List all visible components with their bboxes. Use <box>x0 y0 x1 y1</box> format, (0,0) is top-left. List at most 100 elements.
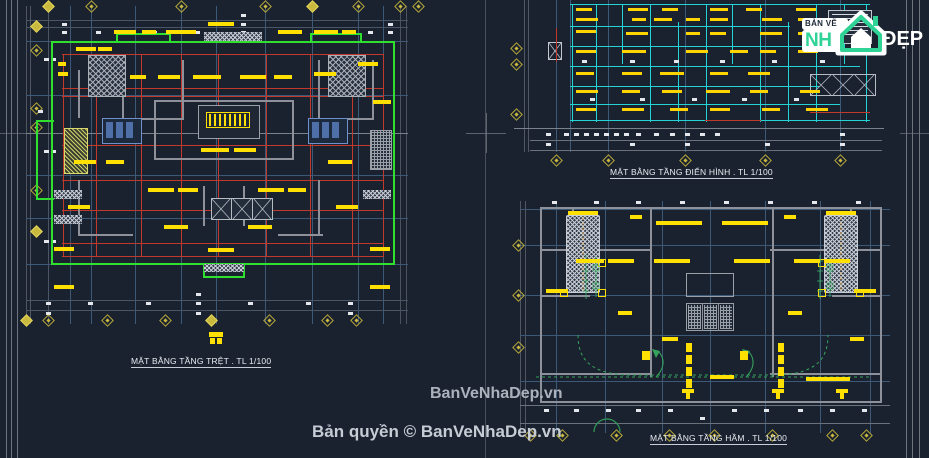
grid-line-h <box>26 310 408 311</box>
cad-label <box>278 30 302 34</box>
cad-label <box>98 47 112 51</box>
opening-tick <box>742 98 747 101</box>
opening-tick <box>590 98 595 101</box>
dimension-tick <box>862 409 867 412</box>
equipment-slot <box>219 114 221 126</box>
cad-label <box>660 72 684 75</box>
building-outline-inner <box>36 120 54 122</box>
plan-ground-floor: MẶT BẰNG TẦNG TRỆT . TL 1/100 <box>18 0 458 375</box>
building-outline-inner <box>169 33 171 43</box>
building-outline-inner <box>310 33 312 43</box>
dimension-tick <box>51 150 56 153</box>
grid-bubble <box>85 0 98 13</box>
structure-beam-h <box>62 256 384 257</box>
dimension-tick <box>584 133 589 136</box>
partition-wall-v <box>650 4 651 122</box>
elevator-bank <box>810 74 876 96</box>
building-outline-inner <box>36 120 38 200</box>
dimension-tick <box>546 143 551 146</box>
grid-bubble <box>42 314 55 327</box>
hatched-strip <box>204 264 244 272</box>
grid-line-v <box>556 0 557 152</box>
grid-line-h <box>26 95 408 96</box>
dimension-tick <box>348 302 353 305</box>
grid-line-v <box>26 6 27 324</box>
cad-label <box>342 30 356 34</box>
dimension-tick <box>368 31 373 34</box>
brand-logo[interactable]: BẢN VẼ NH ĐẸP <box>802 6 926 58</box>
grid-line-v <box>820 201 821 433</box>
logo-tagline: BẢN VẼ <box>805 19 838 28</box>
section-marker <box>217 338 222 344</box>
dimension-tick <box>546 133 551 136</box>
elevator-cross-icons <box>211 198 272 220</box>
elevator-divider <box>231 198 232 220</box>
tank-room <box>686 273 734 297</box>
cad-label <box>710 32 726 35</box>
plan-title-basement: MẶT BẰNG TẦNG HẦM . TL 1/100 <box>650 433 788 445</box>
grid-line-v <box>400 6 401 324</box>
parking-marker <box>778 343 784 352</box>
cad-label <box>314 72 336 76</box>
structure-beam-v <box>96 54 97 256</box>
dimension-tick <box>62 31 67 34</box>
dimension-tick <box>574 409 579 412</box>
basement-wall-inner <box>540 373 652 375</box>
partition-wall-v <box>622 4 623 64</box>
equipment-slot <box>224 114 226 126</box>
grid-bubble <box>259 0 272 13</box>
grid-bubble <box>759 154 772 167</box>
cad-label <box>710 375 734 379</box>
stair-core-left <box>64 128 88 174</box>
building-outline-inner <box>203 276 245 278</box>
logo-word1-badge <box>802 30 842 52</box>
grid-bubble <box>42 0 55 13</box>
partition-wall-v <box>816 4 817 122</box>
partition-wall-v <box>572 4 573 122</box>
plan-basement: MẶT BẰNG TẦNG HẦM . TL 1/100 <box>510 193 910 458</box>
cad-label <box>730 50 748 53</box>
column-marker <box>818 259 826 267</box>
fixture <box>126 122 133 138</box>
structure-beam-v <box>352 54 353 256</box>
dimension-tick <box>724 201 729 204</box>
grid-line-v <box>520 201 521 433</box>
grid-bubble <box>306 0 319 13</box>
grid-line-v <box>570 0 571 152</box>
cad-label <box>642 351 650 360</box>
dimension-tick <box>700 133 705 136</box>
grid-line-v <box>765 0 766 152</box>
structure-beam-v <box>218 54 219 256</box>
service-riser-right <box>817 255 834 299</box>
cad-label <box>622 50 646 53</box>
dimension-tick <box>840 143 845 146</box>
building-outline-top <box>51 41 395 43</box>
dimension-tick <box>606 409 611 412</box>
dimension-tick <box>248 302 253 305</box>
dimension-tick <box>196 293 201 296</box>
cad-label <box>654 259 690 263</box>
grid-bubble <box>30 225 43 238</box>
grid-line-h <box>520 381 890 382</box>
tank-cell <box>720 305 732 329</box>
grid-line-h <box>520 423 890 424</box>
cad-label <box>164 225 188 229</box>
dimension-tick <box>594 201 599 204</box>
grid-line-h <box>530 150 882 151</box>
basement-wall-inner <box>772 207 774 377</box>
cad-label <box>750 90 768 93</box>
grid-bubble <box>321 314 334 327</box>
cad-label <box>760 50 776 53</box>
cad-label <box>130 75 146 79</box>
stair-tread <box>832 14 868 15</box>
cad-label <box>760 32 782 35</box>
grid-bubble <box>352 0 365 13</box>
wall <box>78 70 80 118</box>
cad-label <box>626 32 648 35</box>
partition-wall-v <box>706 4 707 122</box>
cad-label <box>576 50 596 53</box>
fixture <box>322 122 329 138</box>
dimension-tick <box>574 133 579 136</box>
cad-label <box>148 188 174 192</box>
stair-tread <box>832 30 868 31</box>
